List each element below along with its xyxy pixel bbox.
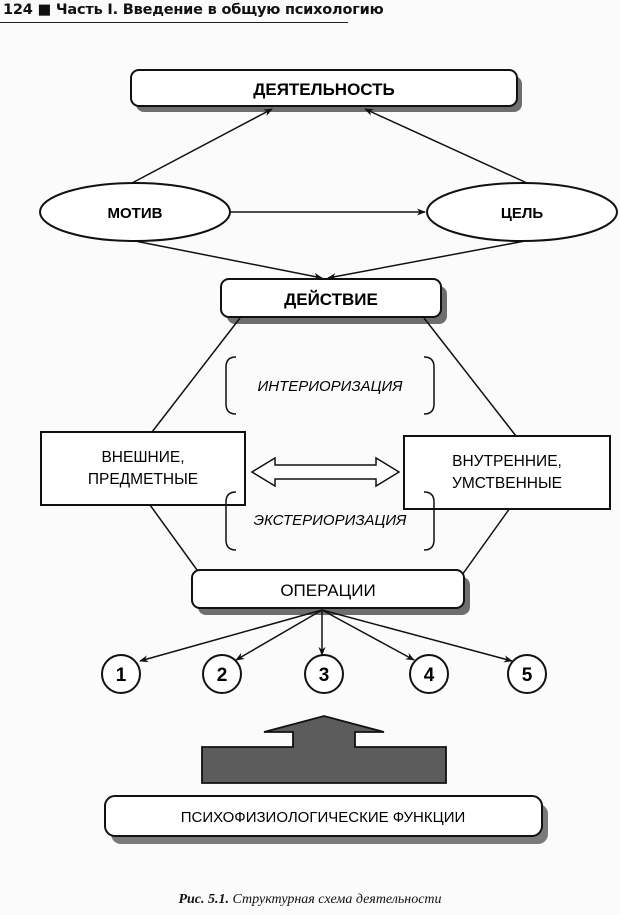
node-box xyxy=(40,431,246,506)
node-label-line2: ПРЕДМЕТНЫЕ xyxy=(88,471,198,488)
operation-1: 1 xyxy=(101,654,141,694)
figure-caption: Рис. 5.1. Структурная схема деятельности xyxy=(0,892,620,908)
number-label: 4 xyxy=(424,665,435,686)
number-circle xyxy=(507,654,547,694)
operation-4: 4 xyxy=(409,654,449,694)
edge-motive-activity xyxy=(131,108,273,184)
edge-action-internal xyxy=(423,317,517,437)
caption-text: Структурная схема деятельности xyxy=(232,892,442,907)
label-exteriorization: ЭКСТЕРИОРИЗАЦИЯ xyxy=(225,491,435,551)
number-label: 3 xyxy=(319,665,330,686)
node-external: ВНЕШНИЕ, ПРЕДМЕТНЫЕ xyxy=(40,431,246,506)
edge-action-external xyxy=(151,317,241,433)
label-interiorization: ИНТЕРИОРИЗАЦИЯ xyxy=(225,356,435,415)
node-internal: ВНУТРЕННИЕ, УМСТВЕННЫЕ xyxy=(403,435,611,510)
operation-3: 3 xyxy=(304,654,344,694)
node-box xyxy=(220,278,442,318)
number-circle xyxy=(202,654,242,694)
number-label: 2 xyxy=(217,665,228,686)
operation-2: 2 xyxy=(202,654,242,694)
header-rule xyxy=(0,22,348,23)
node-action: ДЕЙСТВИЕ xyxy=(220,278,447,324)
page-number: 124 xyxy=(3,2,33,18)
bracket-right xyxy=(423,356,435,415)
node-goal: ЦЕЛЬ xyxy=(426,182,618,242)
number-circle xyxy=(304,654,344,694)
bidirectional-arrow-icon xyxy=(250,456,401,488)
number-circle xyxy=(101,654,141,694)
node-activity: ДЕЯТЕЛЬНОСТЬ xyxy=(130,69,522,112)
operation-5: 5 xyxy=(507,654,547,694)
caption-label: Рис. 5.1. xyxy=(178,892,230,907)
edge-operations-2 xyxy=(235,609,323,661)
node-label-line1: ВНЕШНИЕ, xyxy=(101,449,184,466)
node-box xyxy=(104,795,543,837)
node-label: ИНТЕРИОРИЗАЦИЯ xyxy=(258,378,404,395)
edge-motive-action xyxy=(134,240,323,280)
number-label: 1 xyxy=(116,665,127,686)
edge-goal-action xyxy=(327,240,526,281)
node-label: ЦЕЛЬ xyxy=(501,205,543,222)
node-motive: МОТИВ xyxy=(39,182,231,242)
bracket-left xyxy=(225,491,237,551)
edge-goal-activity xyxy=(364,108,528,184)
number-label: 5 xyxy=(522,665,533,686)
block-up-arrow-icon xyxy=(201,715,447,784)
node-label: ОПЕРАЦИИ xyxy=(280,581,375,600)
node-label: ПСИХОФИЗИОЛОГИЧЕСКИЕ ФУНКЦИИ xyxy=(181,809,466,826)
node-label: ДЕЙСТВИЕ xyxy=(284,290,378,309)
node-operations: ОПЕРАЦИИ xyxy=(191,569,470,615)
edge-operations-4 xyxy=(321,609,415,661)
node-label: ЭКСТЕРИОРИЗАЦИЯ xyxy=(254,512,408,529)
edge-operations-5 xyxy=(321,609,513,663)
operation-edges xyxy=(139,609,513,663)
node-psychophysiological: ПСИХОФИЗИОЛОГИЧЕСКИЕ ФУНКЦИИ xyxy=(104,795,548,844)
section-title: Часть I. Введение в общую психологию xyxy=(55,2,384,18)
node-label: МОТИВ xyxy=(108,205,163,222)
node-label-line2: УМСТВЕННЫЕ xyxy=(452,475,562,492)
node-box xyxy=(403,435,611,510)
node-box xyxy=(191,569,465,609)
number-circle xyxy=(409,654,449,694)
bracket-right xyxy=(423,491,435,551)
edge-operations-1 xyxy=(139,609,323,663)
node-box xyxy=(130,69,518,107)
node-label: ДЕЯТЕЛЬНОСТЬ xyxy=(253,80,395,99)
page-header: 124 ■ Часть I. Введение в общую психолог… xyxy=(3,2,384,18)
header-separator: ■ xyxy=(37,2,52,18)
node-label-line1: ВНУТРЕННИЕ, xyxy=(452,453,562,470)
bracket-left xyxy=(225,356,237,415)
